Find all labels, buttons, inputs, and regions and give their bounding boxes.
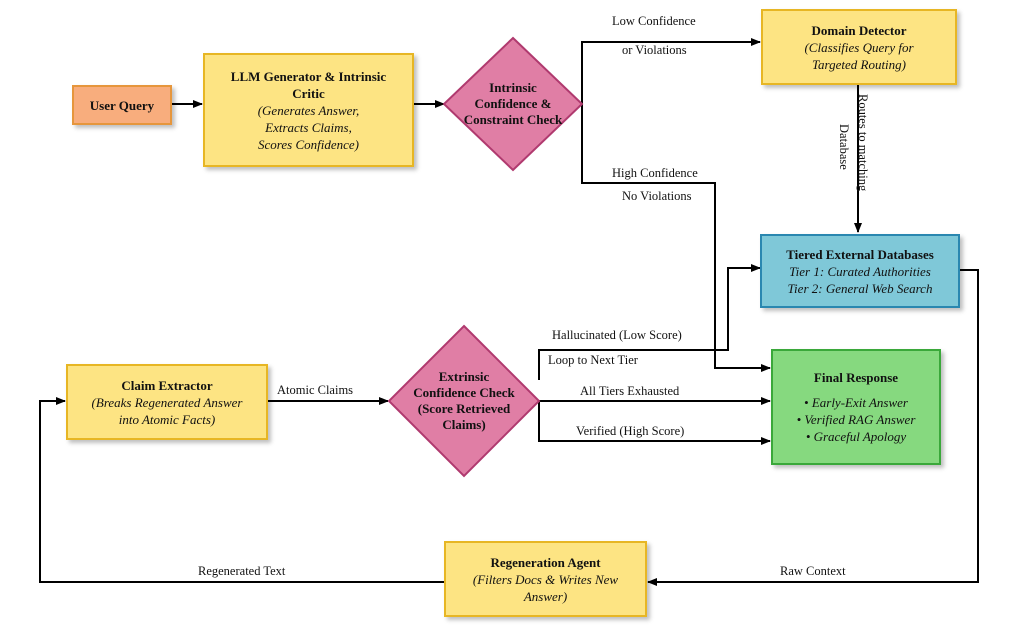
llm-title-1: LLM Generator & Intrinsic	[230, 68, 387, 84]
intrinsic-check-diamond	[442, 36, 584, 172]
regen-sub-2: Answer)	[523, 588, 568, 604]
label-verified: Verified (High Score)	[576, 424, 685, 438]
domain-detector-node: Domain Detector (Classifies Query for Ta…	[761, 9, 957, 85]
edge-intrinsic-to-final	[581, 104, 771, 372]
edge-extrinsic-to-db	[538, 264, 761, 380]
tiered-db-tier-2: Tier 2: General Web Search	[787, 280, 933, 296]
label-all-tiers-exhausted: All Tiers Exhausted	[580, 384, 680, 398]
domain-sub-1: (Classifies Query for	[804, 39, 914, 55]
label-or-violations: or Violations	[622, 43, 687, 57]
extrinsic-check-label: Extrinsic Confidence Check (Score Retrie…	[389, 363, 539, 439]
label-high-confidence: High Confidence	[612, 166, 698, 180]
label-raw-context: Raw Context	[780, 564, 846, 578]
intrinsic-line-2: Confidence &	[474, 96, 552, 111]
domain-title: Domain Detector	[811, 22, 907, 38]
tiered-db-tier-1: Tier 1: Curated Authorities	[789, 263, 931, 279]
label-no-violations: No Violations	[622, 189, 692, 203]
regeneration-agent-node: Regeneration Agent (Filters Docs & Write…	[444, 541, 647, 617]
claim-title: Claim Extractor	[121, 377, 213, 393]
regen-sub-1: (Filters Docs & Writes New	[472, 571, 619, 587]
label-regenerated-text: Regenerated Text	[198, 564, 286, 578]
final-response-node: Final Response • Early-Exit Answer • Ver…	[771, 349, 941, 465]
extrinsic-line-1: Extrinsic	[438, 369, 490, 384]
claim-sub-1: (Breaks Regenerated Answer	[91, 394, 243, 410]
label-routes-to-matching: Routes to matching	[856, 94, 870, 192]
regen-title: Regeneration Agent	[490, 554, 601, 570]
final-item-1: • Early-Exit Answer	[804, 395, 908, 410]
llm-sub-1: (Generates Answer,	[257, 102, 360, 118]
edge-extrinsic-verified	[538, 401, 771, 445]
llm-generator-node: LLM Generator & Intrinsic Critic (Genera…	[203, 53, 414, 167]
claim-sub-2: into Atomic Facts)	[118, 411, 216, 427]
claim-extractor-node: Claim Extractor (Breaks Regenerated Answ…	[66, 364, 268, 440]
label-loop-next-tier: Loop to Next Tier	[548, 353, 638, 367]
tiered-db-title: Tiered External Databases	[786, 246, 934, 262]
label-database: Database	[837, 124, 851, 170]
final-item-2: • Verified RAG Answer	[796, 412, 916, 427]
user-query-node: User Query	[72, 85, 172, 125]
llm-title-2: Critic	[292, 85, 325, 101]
final-item-3: • Graceful Apology	[805, 429, 907, 444]
intrinsic-line-1: Intrinsic	[489, 80, 537, 95]
llm-sub-3: Scores Confidence)	[258, 136, 359, 152]
label-atomic-claims: Atomic Claims	[277, 383, 354, 397]
intrinsic-check-label: Intrinsic Confidence & Constraint Check	[444, 70, 582, 138]
extrinsic-line-4: Claims)	[442, 417, 486, 432]
label-low-confidence: Low Confidence	[612, 14, 696, 28]
edge-intrinsic-to-domain	[581, 38, 761, 104]
final-title: Final Response	[813, 370, 899, 385]
extrinsic-line-2: Confidence Check	[413, 385, 515, 400]
user-query-title: User Query	[89, 97, 155, 113]
label-hallucinated: Hallucinated (Low Score)	[552, 328, 682, 342]
edge-regen-to-claims	[39, 397, 444, 583]
extrinsic-line-3: (Score Retrieved	[417, 401, 511, 416]
domain-sub-2: Targeted Routing)	[811, 56, 906, 72]
tiered-databases-node: Tiered External Databases Tier 1: Curate…	[760, 234, 960, 308]
edge-db-to-regen	[647, 269, 979, 586]
llm-sub-2: Extracts Claims,	[265, 119, 352, 135]
intrinsic-line-3: Constraint Check	[463, 112, 563, 127]
extrinsic-check-diamond	[387, 324, 541, 478]
